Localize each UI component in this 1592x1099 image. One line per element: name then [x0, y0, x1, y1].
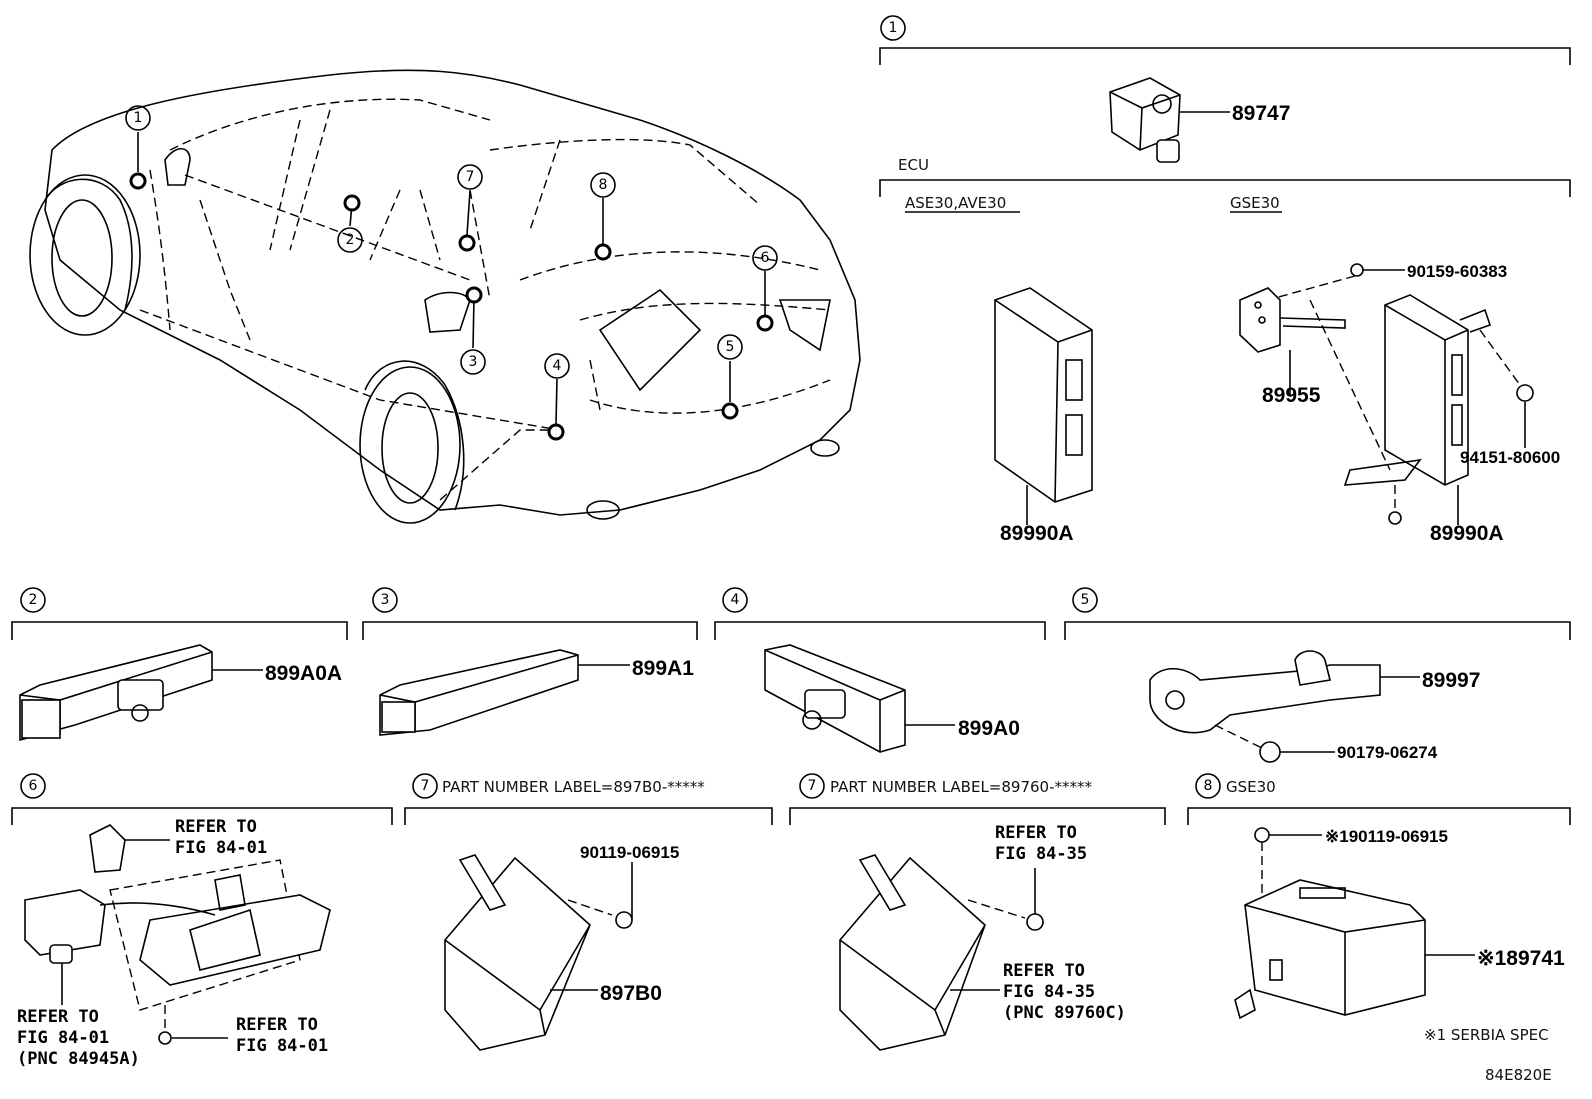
ref-7b-top-line1: REFER TO — [995, 823, 1077, 843]
part-90119-06915-8: ※190119-06915 — [1325, 827, 1448, 846]
ref-bottom-line1: REFER TO — [236, 1015, 318, 1035]
part-899A0A: 899A0A — [265, 662, 342, 685]
section-5: 5 89997 90179-06274 — [1064, 587, 1571, 763]
part-89955: 89955 — [1262, 384, 1321, 407]
section-8-number: 8 — [1204, 778, 1213, 794]
section-7a: 7 PART NUMBER LABEL=897B0-***** 90119-06… — [404, 773, 773, 1051]
ref-left-line1: REFER TO — [17, 1007, 99, 1027]
ref-7b-bot-line3: (PNC 89760C) — [1003, 1003, 1126, 1023]
section-6: 6 REFER TO FIG 84-01 REFER TO FIG 84-01 … — [11, 773, 393, 1069]
section-2: 2 899A0A — [11, 587, 348, 742]
callout-2: 2 — [346, 232, 355, 248]
section-7b: 7 PART NUMBER LABEL=89760-***** REFER TO… — [789, 773, 1166, 1051]
section-7a-number: 7 — [421, 778, 430, 794]
section-4-number: 4 — [731, 592, 740, 608]
section-8-title: GSE30 — [1226, 778, 1276, 796]
callout-1: 1 — [134, 110, 143, 126]
ref-left-line3: (PNC 84945A) — [17, 1049, 140, 1069]
ref-top-line2: FIG 84-01 — [175, 838, 267, 858]
ref-left-line2: FIG 84-01 — [17, 1028, 109, 1048]
section-8: 8 GSE30 ※190119-06915 ※189741 ※1 SERBIA … — [1187, 773, 1571, 1044]
callout-3: 3 — [469, 354, 478, 370]
section-7b-number: 7 — [808, 778, 817, 794]
ref-7b-bot-line2: FIG 84-35 — [1003, 982, 1095, 1002]
callout-6: 6 — [761, 250, 770, 266]
part-897B0: 897B0 — [600, 982, 662, 1005]
part-899A0: 899A0 — [958, 717, 1020, 740]
section-7a-title: PART NUMBER LABEL=897B0-***** — [442, 778, 705, 796]
part-90159-60383: 90159-60383 — [1407, 262, 1507, 281]
section-2-number: 2 — [29, 592, 38, 608]
part-90119-06915-7a: 90119-06915 — [580, 843, 679, 862]
diagram-code: 84E820E — [1485, 1066, 1552, 1084]
variant-gse30: GSE30 — [1230, 194, 1280, 212]
serbia-spec-note: ※1 SERBIA SPEC — [1424, 1026, 1549, 1044]
section-7b-title: PART NUMBER LABEL=89760-***** — [830, 778, 1092, 796]
section-1: 1 89747 ECU ASE30,AVE30 GSE30 89990A 899… — [879, 15, 1571, 545]
ref-7b-bot-line1: REFER TO — [1003, 961, 1085, 981]
part-89990A-ase30: 89990A — [1000, 522, 1074, 545]
section-1-number: 1 — [889, 20, 898, 36]
part-94151-80600: 94151-80600 — [1460, 448, 1560, 467]
ref-bottom-line2: FIG 84-01 — [236, 1036, 328, 1056]
part-89747: 89747 — [1232, 102, 1290, 125]
car-illustration — [29, 69, 861, 524]
callout-4: 4 — [553, 358, 562, 374]
ecu-label: ECU — [898, 156, 929, 174]
section-6-number: 6 — [29, 778, 38, 794]
ref-top-line1: REFER TO — [175, 817, 257, 837]
callout-8: 8 — [599, 177, 608, 193]
section-4: 4 899A0 — [714, 587, 1046, 753]
section-3: 3 899A1 — [362, 587, 698, 736]
section-3-number: 3 — [381, 592, 390, 608]
variant-ase30-ave30: ASE30,AVE30 — [905, 194, 1006, 212]
part-90179-06274: 90179-06274 — [1337, 743, 1438, 762]
callout-7: 7 — [466, 169, 475, 185]
car-callouts: 1 2 3 4 5 6 7 8 — [125, 105, 778, 379]
section-5-number: 5 — [1081, 592, 1090, 608]
part-89990A-gse30: 89990A — [1430, 522, 1504, 545]
callout-5: 5 — [726, 339, 735, 355]
part-89741: ※189741 — [1477, 947, 1565, 970]
part-89997: 89997 — [1422, 669, 1480, 692]
ref-7b-top-line2: FIG 84-35 — [995, 844, 1087, 864]
part-899A1: 899A1 — [632, 657, 694, 680]
